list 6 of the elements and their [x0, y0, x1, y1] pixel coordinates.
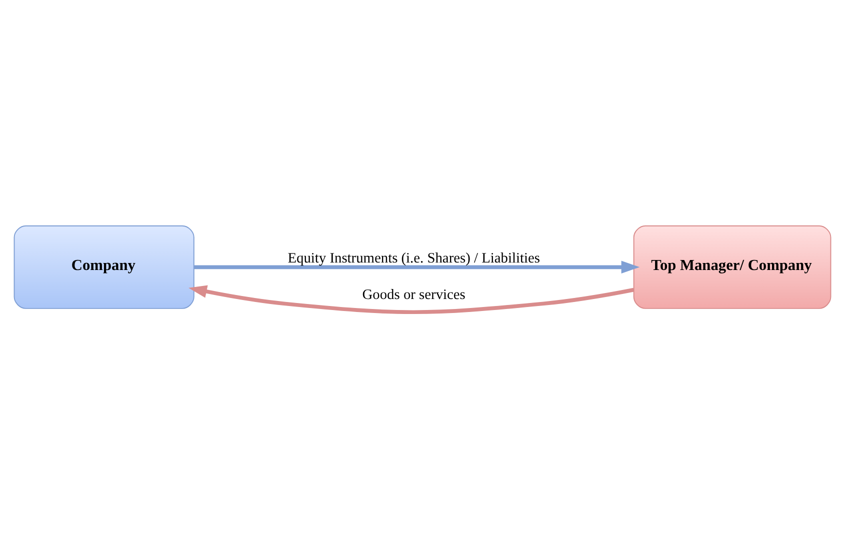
- edge-label: Goods or services: [362, 286, 466, 303]
- arrow: [188, 285, 634, 314]
- arrow: [194, 260, 640, 274]
- node-box: Top Manager/ Company: [633, 225, 832, 309]
- edge-label: Equity Instruments (i.e. Shares) / Liabilities: [288, 250, 540, 266]
- node-box: Company: [14, 225, 194, 309]
